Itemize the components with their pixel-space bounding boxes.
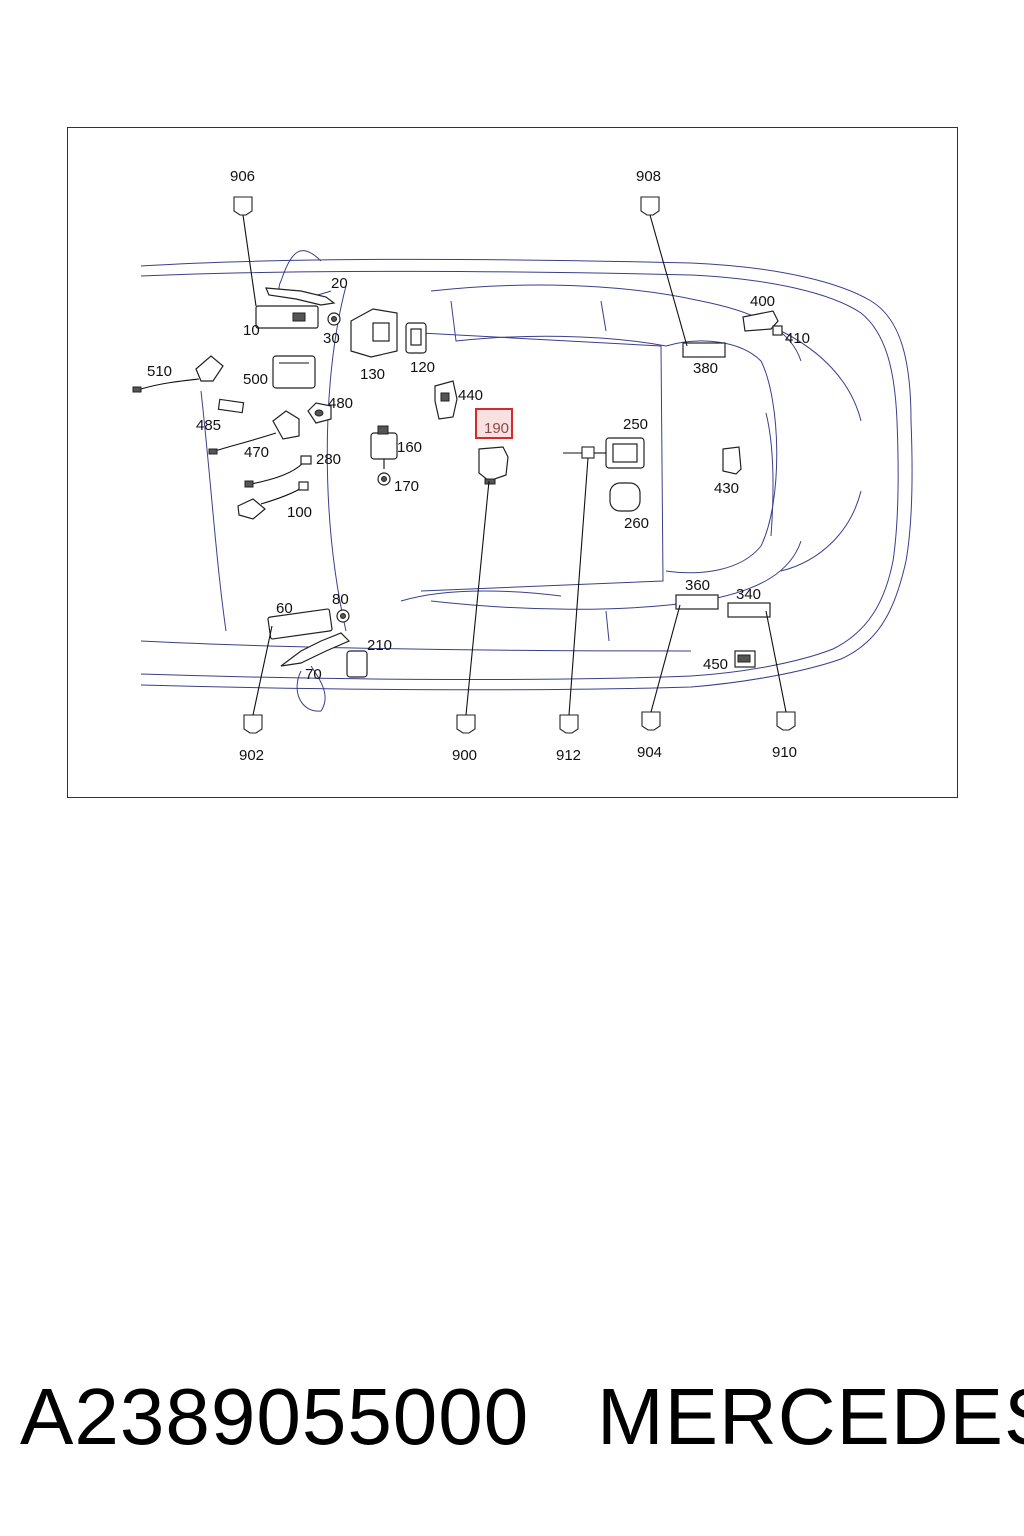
connector-912 xyxy=(559,446,595,734)
label-100: 100 xyxy=(287,504,312,521)
label-912: 912 xyxy=(556,747,581,764)
part-260 xyxy=(609,482,641,512)
label-260: 260 xyxy=(624,515,649,532)
label-70: 70 xyxy=(305,666,322,683)
label-30: 30 xyxy=(323,330,340,347)
part-labels: 906 908 20 10 30 130 120 400 410 380 510… xyxy=(147,168,810,764)
part-100 xyxy=(237,481,309,520)
label-430: 430 xyxy=(714,480,739,497)
label-500: 500 xyxy=(243,371,268,388)
part-250 xyxy=(593,437,645,469)
label-902: 902 xyxy=(239,747,264,764)
label-440: 440 xyxy=(458,387,483,404)
label-900: 900 xyxy=(452,747,477,764)
part-120 xyxy=(405,322,427,354)
label-20: 20 xyxy=(331,275,348,292)
connector-906 xyxy=(233,196,257,307)
part-10 xyxy=(255,305,319,329)
part-60 xyxy=(267,608,333,640)
label-904: 904 xyxy=(637,744,662,761)
part-number: A2389055000 xyxy=(20,1372,530,1461)
label-908: 908 xyxy=(636,168,661,185)
label-380: 380 xyxy=(693,360,718,377)
connector-908 xyxy=(640,196,688,347)
part-130 xyxy=(350,308,398,358)
label-510: 510 xyxy=(147,363,172,380)
part-360 xyxy=(675,594,719,610)
label-450: 450 xyxy=(703,656,728,673)
label-360: 360 xyxy=(685,577,710,594)
part-400 xyxy=(742,310,779,332)
part-340 xyxy=(727,602,771,618)
part-480 xyxy=(307,402,332,424)
label-190: 190 xyxy=(484,420,509,437)
part-500 xyxy=(272,355,316,389)
part-70 xyxy=(280,632,351,667)
label-485: 485 xyxy=(196,417,221,434)
connector-902 xyxy=(243,625,273,734)
part-80 xyxy=(336,609,350,623)
label-170: 170 xyxy=(394,478,419,495)
part-450 xyxy=(734,650,756,668)
part-280 xyxy=(244,455,312,488)
connector-910 xyxy=(765,610,796,731)
label-400: 400 xyxy=(750,293,775,310)
label-60: 60 xyxy=(276,600,293,617)
part-160 xyxy=(370,425,398,469)
diagram-frame: 906 908 20 10 30 130 120 400 410 380 510… xyxy=(67,127,958,798)
part-170 xyxy=(377,472,391,486)
label-80: 80 xyxy=(332,591,349,608)
label-906: 906 xyxy=(230,168,255,185)
brand-name: MERCEDES xyxy=(597,1372,1024,1461)
label-910: 910 xyxy=(772,744,797,761)
part-485 xyxy=(217,398,245,414)
part-510 xyxy=(132,355,224,393)
part-380 xyxy=(682,342,726,358)
connector-900 xyxy=(456,480,490,734)
part-430 xyxy=(722,446,742,475)
part-20 xyxy=(265,287,336,306)
part-410 xyxy=(772,325,783,336)
label-120: 120 xyxy=(410,359,435,376)
part-470 xyxy=(208,410,300,455)
label-10: 10 xyxy=(243,322,260,339)
label-340: 340 xyxy=(736,586,761,603)
part-210 xyxy=(346,650,368,678)
label-480: 480 xyxy=(328,395,353,412)
label-280: 280 xyxy=(316,451,341,468)
label-160: 160 xyxy=(397,439,422,456)
part-30 xyxy=(327,312,341,326)
parts-diagram: 906 908 20 10 30 130 120 400 410 380 510… xyxy=(132,168,913,764)
label-470: 470 xyxy=(244,444,269,461)
footer: A2389055000 MERCEDES xyxy=(0,1362,1024,1472)
label-130: 130 xyxy=(360,366,385,383)
part-440 xyxy=(434,380,458,420)
label-250: 250 xyxy=(623,416,648,433)
highlight-box-190 xyxy=(475,408,513,439)
label-210: 210 xyxy=(367,637,392,654)
label-410: 410 xyxy=(785,330,810,347)
connector-904 xyxy=(641,604,681,731)
part-190 xyxy=(478,446,509,485)
